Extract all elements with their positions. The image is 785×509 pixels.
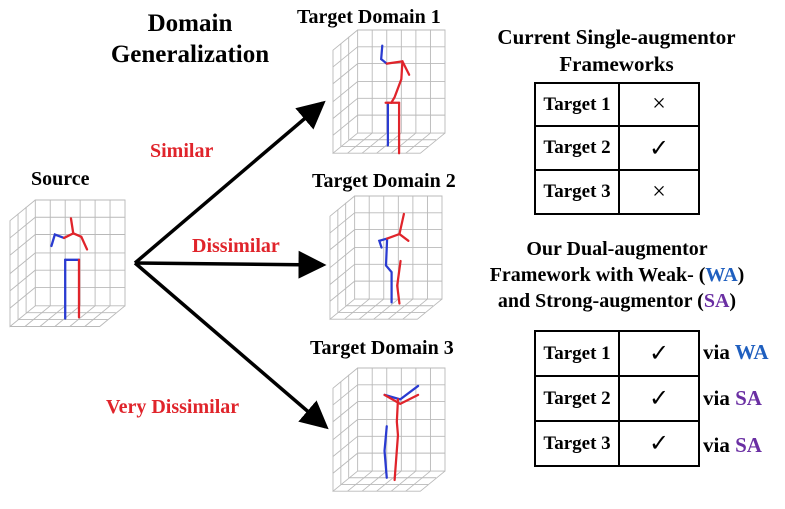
source-label: Source: [31, 168, 90, 190]
table-row: Target 3 ✓: [534, 420, 700, 467]
via-text: via: [703, 433, 730, 457]
relation-similar: Similar: [150, 140, 214, 162]
relation-dissimilar: Dissimilar: [192, 235, 280, 257]
row-target-name: Target 2: [534, 125, 620, 171]
check-icon: ✓: [618, 375, 700, 422]
row-target-name: Target 3: [534, 420, 620, 467]
target-1-skeleton-plot: [332, 29, 446, 155]
via-label-target-3: via SA: [703, 433, 762, 458]
wa-label: WA: [705, 264, 738, 286]
table-row: Target 1 ✓: [534, 330, 700, 377]
cross-icon: ×: [618, 82, 700, 127]
arrow-to-target-1: [133, 100, 326, 265]
via-label-target-2: via SA: [703, 386, 762, 411]
table-row: Target 2 ✓: [534, 375, 700, 422]
via-label-target-1: via WA: [703, 340, 769, 365]
table-row: Target 1 ×: [534, 82, 700, 127]
title-line-2: Generalization: [110, 41, 270, 68]
check-icon: ✓: [618, 125, 700, 171]
sa-label: SA: [703, 290, 730, 312]
source-skeleton-plot: [9, 199, 126, 327]
ours-title-line-2: Framework with Weak- (WA): [462, 262, 772, 288]
target-domain-1-label: Target Domain 1: [297, 6, 441, 28]
cross-icon: ×: [618, 169, 700, 215]
current-frameworks-table: Target 1 × Target 2 ✓ Target 3 ×: [534, 82, 700, 215]
via-text: via: [703, 340, 730, 364]
row-target-name: Target 1: [534, 82, 620, 127]
via-augmentor: WA: [734, 340, 769, 364]
relation-very-dissimilar: Very Dissimilar: [106, 396, 240, 418]
ours-title-line-3: and Strong-augmentor (SA): [462, 288, 772, 314]
target-domain-2-label: Target Domain 2: [312, 170, 456, 192]
current-title-line-1: Current Single-augmentor: [497, 25, 736, 49]
target-domain-3-label: Target Domain 3: [310, 337, 454, 359]
target-3-skeleton-plot: [332, 367, 446, 492]
ours-framework-table: Target 1 ✓ Target 2 ✓ Target 3 ✓: [534, 330, 700, 467]
title-line-1: Domain: [147, 10, 233, 37]
arrow-to-target-3: [133, 261, 329, 430]
row-target-name: Target 3: [534, 169, 620, 215]
check-icon: ✓: [618, 330, 700, 377]
via-augmentor: SA: [735, 386, 762, 410]
ours-title-line-3-suffix: ): [729, 290, 737, 312]
check-icon: ✓: [618, 420, 700, 467]
current-title-line-2: Frameworks: [559, 52, 674, 76]
ours-title-line-2-suffix: ): [737, 264, 745, 286]
arrow-to-target-2: [134, 250, 327, 279]
row-target-name: Target 2: [534, 375, 620, 422]
table-row: Target 2 ✓: [534, 125, 700, 171]
diagram-title: Domain Generalization: [95, 8, 285, 70]
ours-title-line-3-prefix: and Strong-augmentor (: [497, 290, 704, 312]
via-augmentor: SA: [735, 433, 762, 457]
ours-title-line-2-prefix: Framework with Weak- (: [489, 264, 706, 286]
table-row: Target 3 ×: [534, 169, 700, 215]
ours-title-line-1: Our Dual-augmentor: [526, 238, 708, 260]
row-target-name: Target 1: [534, 330, 620, 377]
current-frameworks-title: Current Single-augmentor Frameworks: [474, 24, 759, 78]
target-2-skeleton-plot: [329, 195, 443, 320]
ours-framework-title: Our Dual-augmentor Framework with Weak- …: [462, 236, 772, 314]
via-text: via: [703, 386, 730, 410]
